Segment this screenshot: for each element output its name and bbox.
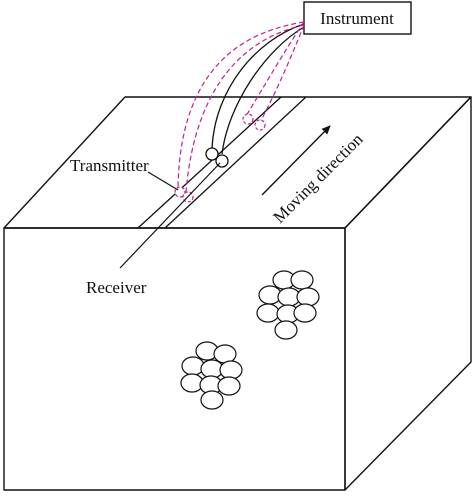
defect-ellipse: [213, 344, 237, 364]
receiver-label: Receiver: [86, 278, 147, 297]
dashed-cables: [177, 21, 305, 193]
defect-ellipse: [219, 360, 243, 380]
defect-ellipse: [181, 356, 205, 376]
defect-ellipse: [290, 270, 314, 290]
test-block: [3, 96, 472, 491]
defect-cluster-1: [256, 270, 320, 340]
defect-ellipse: [293, 303, 317, 323]
track-line-right: [164, 96, 307, 229]
probe-circle-1: [205, 147, 219, 161]
solid-cable-2: [221, 26, 305, 155]
dashed-probe-3: [242, 113, 254, 125]
defect-cluster-2: [180, 341, 243, 410]
defect-ellipse: [296, 287, 320, 307]
solid-cable-1: [211, 23, 305, 149]
block-right-face: [344, 96, 472, 491]
instrument-frame: [303, 1, 412, 35]
dashed-cable-4: [259, 24, 305, 123]
dashed-cable-1: [177, 21, 305, 189]
instrument-label: Instrument: [320, 9, 394, 28]
block-front-face: [3, 227, 346, 491]
receiver-leader: [119, 162, 221, 269]
defect-ellipse: [200, 390, 224, 410]
dashed-cable-3: [245, 21, 305, 117]
probe-track: [137, 96, 307, 229]
moving-direction-label: Moving direction: [269, 129, 367, 227]
defect-ellipse: [256, 303, 280, 323]
instrument-box: Instrument: [303, 1, 412, 35]
track-line-left: [137, 96, 282, 229]
dashed-probe-4: [254, 119, 266, 131]
defect-ellipse: [274, 320, 298, 340]
transmitter-leader: [147, 171, 179, 191]
probes: [205, 147, 229, 168]
defect-ellipse: [217, 376, 241, 396]
transmitter-label: Transmitter: [70, 156, 149, 175]
moving-direction-arrow: [261, 125, 331, 196]
solid-cables: [211, 23, 305, 155]
